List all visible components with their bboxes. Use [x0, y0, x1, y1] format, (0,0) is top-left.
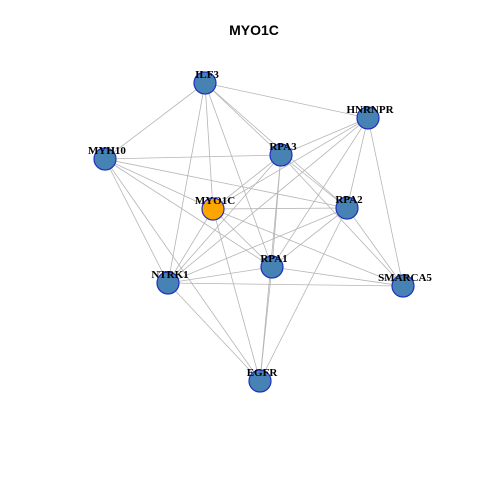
node-label-myh10: MYH10 [88, 145, 126, 157]
node-smarca5 [391, 274, 415, 298]
node-rpa3 [269, 143, 293, 167]
edge-myh10-egfr [104, 158, 261, 382]
edge-myo1c-egfr [212, 208, 261, 382]
node-myo1c [201, 197, 225, 221]
node-ntrk1 [156, 271, 180, 295]
edge-myh10-rpa3 [104, 154, 282, 160]
edge-ilf3-myo1c [204, 82, 214, 210]
edge-rpa2-smarca5 [346, 207, 404, 287]
edge-myo1c-smarca5 [212, 208, 404, 287]
edge-myh10-ntrk1 [104, 158, 169, 284]
edge-layer [104, 82, 404, 382]
edge-rpa2-rpa1 [271, 207, 348, 268]
edge-ntrk1-smarca5 [167, 282, 404, 287]
node-myh10 [93, 147, 117, 171]
edge-ilf3-rpa1 [204, 82, 273, 268]
edge-rpa2-egfr [259, 207, 348, 382]
edge-myh10-rpa2 [104, 158, 348, 209]
edge-hnrnpr-rpa2 [346, 117, 369, 209]
node-ilf3 [193, 71, 217, 95]
node-label-egfr: EGFR [247, 367, 279, 379]
node-rpa2 [335, 196, 359, 220]
edge-myo1c-rpa2 [212, 207, 348, 210]
edge-myh10-rpa1 [104, 158, 273, 268]
edge-hnrnpr-ntrk1 [167, 117, 369, 284]
edge-rpa3-smarca5 [280, 154, 404, 287]
edge-hnrnpr-myo1c [212, 117, 369, 210]
edge-rpa3-ntrk1 [167, 154, 282, 284]
graph-title: MYO1C [229, 22, 279, 38]
node-label-rpa1: RPA1 [260, 253, 287, 265]
edge-ilf3-hnrnpr [204, 82, 369, 119]
node-label-myo1c: MYO1C [195, 195, 235, 207]
node-label-smarca5: SMARCA5 [378, 272, 432, 284]
edge-myo1c-rpa1 [212, 208, 273, 268]
edge-rpa1-smarca5 [271, 266, 404, 287]
edge-ilf3-ntrk1 [167, 82, 206, 284]
node-layer [93, 71, 415, 393]
edge-rpa1-ntrk1 [167, 266, 273, 284]
edge-hnrnpr-rpa3 [280, 117, 369, 156]
node-rpa1 [260, 255, 284, 279]
node-egfr [248, 369, 272, 393]
node-label-ntrk1: NTRK1 [151, 269, 188, 281]
edge-rpa3-rpa2 [280, 154, 348, 209]
edge-ntrk1-egfr [167, 282, 261, 382]
edge-ilf3-myh10 [104, 82, 206, 160]
node-hnrnpr [356, 106, 380, 130]
edge-myo1c-ntrk1 [167, 208, 214, 284]
edge-rpa2-ntrk1 [167, 207, 348, 284]
edge-myh10-myo1c [104, 158, 214, 210]
edge-rpa3-myo1c [212, 154, 282, 210]
node-label-hnrnpr: HNRNPR [346, 104, 394, 116]
edge-ilf3-rpa3 [204, 82, 282, 156]
node-label-rpa3: RPA3 [269, 141, 297, 153]
node-label-rpa2: RPA2 [335, 194, 363, 206]
node-label-ilf3: ILF3 [195, 69, 219, 81]
edge-hnrnpr-rpa1 [271, 117, 369, 268]
edge-hnrnpr-smarca5 [367, 117, 404, 287]
edge-rpa1-egfr [259, 266, 273, 382]
